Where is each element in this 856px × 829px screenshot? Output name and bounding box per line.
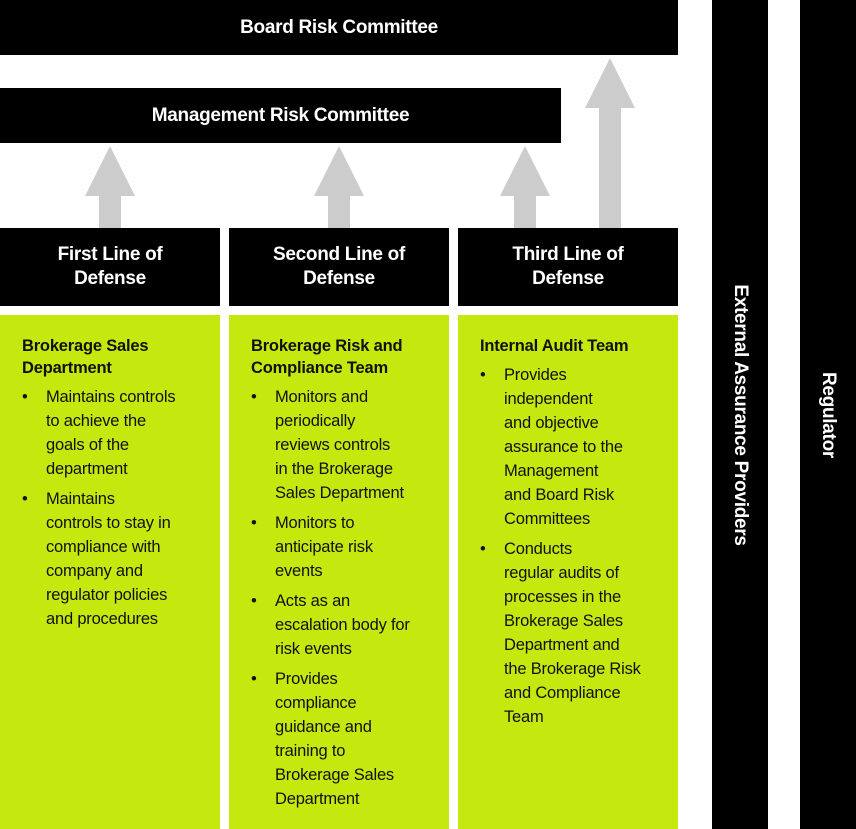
list-item: Provides independent and objective assur…: [480, 363, 658, 531]
bullet-text: and Board Risk: [504, 486, 615, 504]
third-line-team-line-1: Internal Audit Team: [480, 337, 629, 355]
third-line-header: Third Line of Defense: [458, 228, 678, 306]
bullet-text: training to: [275, 742, 346, 760]
list-item: Provides compliance guidance and trainin…: [251, 667, 429, 811]
first-line-team-line-1: Brokerage Sales: [22, 337, 149, 355]
bullet-text: Monitors to: [275, 514, 355, 532]
list-item: Maintains controls to stay in compliance…: [22, 487, 200, 631]
bullet-text: regulator policies: [46, 586, 168, 604]
second-line-team: Brokerage Risk and Compliance Team: [251, 335, 429, 379]
board-risk-committee: Board Risk Committee: [0, 0, 678, 55]
second-line-header-line-1: Second Line of: [273, 244, 405, 265]
arrow-up-icon-first-line: [85, 146, 135, 228]
third-line-team: Internal Audit Team: [480, 335, 658, 357]
bullet-text: Monitors and: [275, 388, 368, 406]
second-line-team-line-1: Brokerage Risk and: [251, 337, 403, 355]
first-line-bullets: Maintains controls to achieve the goals …: [22, 385, 200, 631]
bullet-text: goals of the: [46, 436, 129, 454]
bullet-text: Management: [504, 462, 599, 480]
list-item: Monitors to anticipate risk events: [251, 511, 429, 583]
bullet-text: Conducts: [504, 540, 573, 558]
bullet-text: Department and: [504, 636, 620, 654]
bullet-text: guidance and: [275, 718, 372, 736]
second-line-panel: Brokerage Risk and Compliance Team Monit…: [229, 315, 449, 829]
first-line-header: First Line of Defense: [0, 228, 220, 306]
board-risk-committee-label: Board Risk Committee: [240, 16, 438, 38]
bullet-text: Acts as an: [275, 592, 351, 610]
bullet-text: department: [46, 460, 128, 478]
management-risk-committee: Management Risk Committee: [0, 88, 561, 143]
first-line-header-line-2: Defense: [74, 268, 146, 289]
list-item: Conducts regular audits of processes in …: [480, 537, 658, 729]
third-line-header-line-1: Third Line of: [512, 244, 624, 265]
bullet-text: the Brokerage Risk: [504, 660, 641, 678]
bullet-text: Maintains controls: [46, 388, 176, 406]
arrow-up-icon-second-line: [314, 146, 364, 228]
third-line-bullets: Provides independent and objective assur…: [480, 363, 658, 729]
bullet-text: Sales Department: [275, 484, 404, 502]
bullet-text: regular audits of: [504, 564, 619, 582]
second-line-bullets: Monitors and periodically reviews contro…: [251, 385, 429, 811]
bullet-text: and Compliance: [504, 684, 621, 702]
first-line-panel: Brokerage Sales Department Maintains con…: [0, 315, 220, 829]
external-assurance-providers: External Assurance Providers: [712, 0, 768, 829]
bullet-text: Brokerage Sales: [275, 766, 394, 784]
regulator: Regulator: [800, 0, 856, 829]
bullet-text: compliance with: [46, 538, 161, 556]
second-line-header-line-2: Defense: [303, 268, 375, 289]
first-line-header-line-1: First Line of: [57, 244, 163, 265]
bullet-text: company and: [46, 562, 143, 580]
bullet-text: processes in the: [504, 588, 621, 606]
bullet-text: events: [275, 562, 323, 580]
list-item: Acts as an escalation body for risk even…: [251, 589, 429, 661]
bullet-text: Committees: [504, 510, 591, 528]
second-line-team-line-2: Compliance Team: [251, 359, 388, 377]
bullet-text: reviews controls: [275, 436, 391, 454]
bullet-text: Brokerage Sales: [504, 612, 623, 630]
bullet-text: to achieve the: [46, 412, 146, 430]
bullet-text: Provides: [504, 366, 567, 384]
bullet-text: Maintains: [46, 490, 115, 508]
list-item: Maintains controls to achieve the goals …: [22, 385, 200, 481]
first-line-team-line-2: Department: [22, 359, 112, 377]
third-line-panel: Internal Audit Team Provides independent…: [458, 315, 678, 829]
bullet-text: escalation body for: [275, 616, 410, 634]
bullet-text: Provides: [275, 670, 338, 688]
bullet-text: Team: [504, 708, 544, 726]
third-line-header-line-2: Defense: [532, 268, 604, 289]
regulator-label: Regulator: [818, 372, 839, 458]
bullet-text: compliance: [275, 694, 357, 712]
bullet-text: assurance to the: [504, 438, 623, 456]
bullet-text: controls to stay in: [46, 514, 171, 532]
bullet-text: independent: [504, 390, 593, 408]
bullet-text: periodically: [275, 412, 356, 430]
external-assurance-providers-label: External Assurance Providers: [730, 284, 751, 546]
management-risk-committee-label: Management Risk Committee: [151, 104, 410, 126]
bullet-text: in the Brokerage: [275, 460, 393, 478]
bullet-text: risk events: [275, 640, 352, 658]
second-line-header: Second Line of Defense: [229, 228, 449, 306]
first-line-team: Brokerage Sales Department: [22, 335, 200, 379]
bullet-text: Department: [275, 790, 360, 808]
arrow-up-icon-third-line-board: [585, 58, 635, 228]
bullet-text: anticipate risk: [275, 538, 373, 556]
bullet-text: and procedures: [46, 610, 158, 628]
list-item: Monitors and periodically reviews contro…: [251, 385, 429, 505]
bullet-text: and objective: [504, 414, 599, 432]
arrow-up-icon-third-line-management: [500, 146, 550, 228]
